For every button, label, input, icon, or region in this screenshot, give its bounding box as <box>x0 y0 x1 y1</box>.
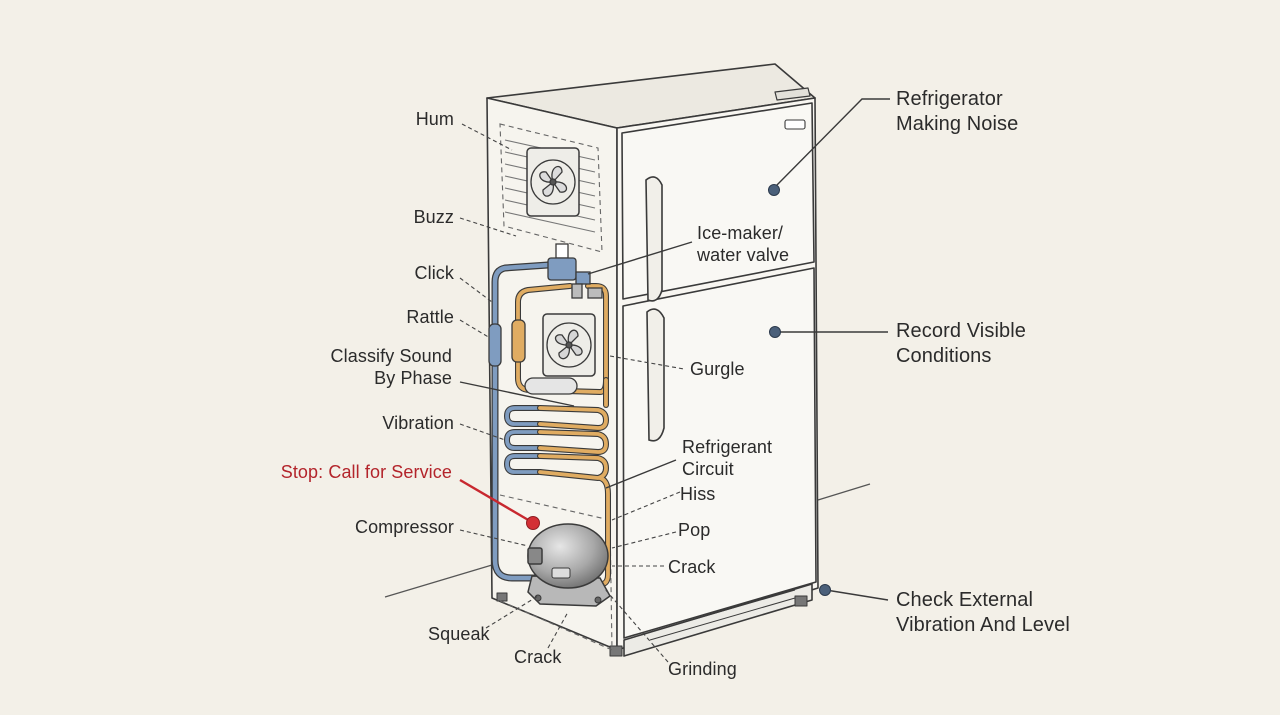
dot-external <box>819 584 831 596</box>
leader-external <box>825 589 889 601</box>
leader-hum <box>461 123 513 151</box>
leader-buzz <box>459 217 517 237</box>
label-record-visible-conditions: Record Visible Conditions <box>896 319 1026 369</box>
capillary-tube <box>524 377 578 395</box>
label-external-line2: Vibration And Level <box>896 614 1070 636</box>
solid-leaders <box>459 98 890 601</box>
blue-filter-drier <box>488 323 502 367</box>
label-record-line1: Record Visible <box>896 320 1026 342</box>
stop-callout-pointer <box>459 478 540 530</box>
evaporator-fan-icon <box>546 322 592 368</box>
label-external-line1: Check External <box>896 589 1034 611</box>
pipe-filters <box>488 243 603 395</box>
top-fan-icon <box>530 159 576 205</box>
cutaway-outline <box>497 123 613 651</box>
label-ice-maker-line2: water valve <box>697 245 790 265</box>
label-stop-call-for-service: Stop: Call for Service <box>280 462 452 482</box>
leader-rattle <box>459 319 491 339</box>
label-squeak: Squeak <box>428 624 490 644</box>
leader-vibration <box>459 423 506 441</box>
dot-record <box>769 326 781 338</box>
leader-making-noise <box>773 98 890 189</box>
label-buzz: Buzz <box>413 207 454 227</box>
leader-refrigerant <box>605 459 677 489</box>
compressor-unit <box>527 523 611 607</box>
label-compressor: Compressor <box>354 517 454 537</box>
label-hum: Hum <box>415 109 454 129</box>
label-refrigerant-line1: Refrigerant <box>682 437 773 457</box>
label-making-noise-line2: Making Noise <box>896 113 1019 135</box>
leader-pop <box>611 531 677 549</box>
label-record-line2: Conditions <box>896 345 992 367</box>
label-crack-right: Crack <box>668 557 716 577</box>
orange-filter-drier <box>511 319 526 363</box>
leader-classify <box>459 381 575 407</box>
callout-dots <box>768 184 831 596</box>
leader-lines <box>459 123 685 663</box>
floor-lines <box>384 483 871 598</box>
leader-squeak <box>485 595 539 629</box>
evaporator-fan <box>542 313 596 377</box>
leader-hiss <box>611 491 681 521</box>
label-vibration: Vibration <box>382 413 454 433</box>
leader-click <box>459 277 493 303</box>
label-click: Click <box>414 263 454 283</box>
leader-grinding <box>603 587 669 663</box>
label-crack-bottom: Crack <box>514 647 562 667</box>
label-pop: Pop <box>678 520 711 540</box>
label-grinding: Grinding <box>668 659 737 679</box>
ice-maker-valve-icon <box>547 243 603 299</box>
label-check-external-vibration: Check External Vibration And Level <box>896 588 1070 638</box>
label-classify-line2: By Phase <box>374 368 452 388</box>
label-gurgle: Gurgle <box>690 359 745 379</box>
refrigerant-pipes <box>491 261 611 588</box>
label-refrigerant-line2: Circuit <box>682 459 734 479</box>
label-classify-sound: Classify Sound By Phase <box>331 345 452 389</box>
leader-compressor <box>459 529 529 547</box>
label-classify-line1: Classify Sound <box>330 346 452 366</box>
label-rattle: Rattle <box>406 307 454 327</box>
leader-gurgle <box>609 355 685 370</box>
label-making-noise-line1: Refrigerator <box>896 88 1003 110</box>
door-handles <box>645 176 665 442</box>
leader-ice-maker <box>587 241 693 275</box>
label-ice-maker-valve: Ice-maker/ water valve <box>697 222 789 266</box>
label-refrigerator-making-noise: Refrigerator Making Noise <box>896 87 1018 137</box>
label-refrigerant-circuit: Refrigerant Circuit <box>682 436 772 480</box>
condenser-grille <box>504 139 596 233</box>
label-hiss: Hiss <box>680 484 716 504</box>
dot-making-noise <box>768 184 780 196</box>
label-ice-maker-line1: Ice-maker/ <box>697 223 784 243</box>
